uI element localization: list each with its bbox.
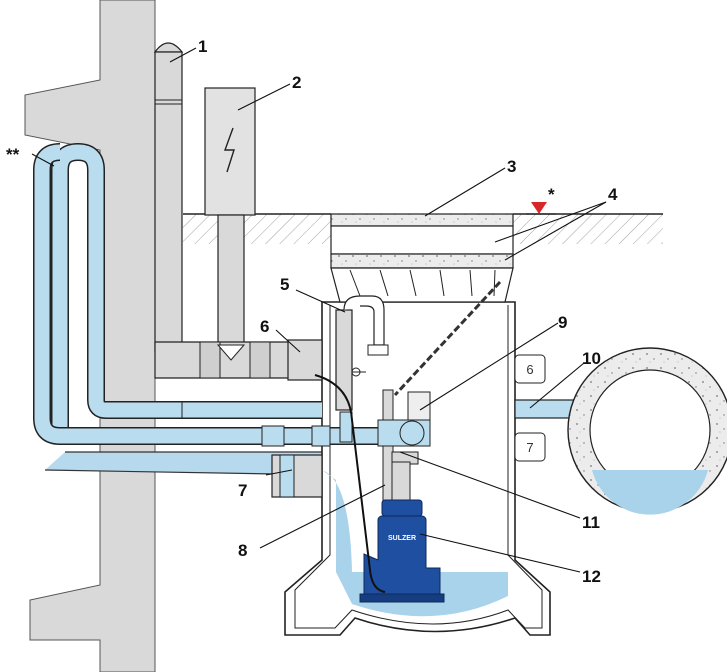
callout-7: 7 <box>238 481 247 500</box>
control-box <box>204 87 256 346</box>
callout-8: 8 <box>238 541 247 560</box>
inlet-pipe <box>271 454 352 572</box>
lightning-icon <box>224 127 235 173</box>
callout-3: 3 <box>507 157 516 176</box>
callout-labels: 1 2 3 4 5 6 7 8 9 10 11 12 ** <box>6 37 618 586</box>
callout-5: 5 <box>280 275 289 294</box>
shaft-cover <box>330 213 514 303</box>
sulzer-pump: SULZER <box>359 461 445 603</box>
callout-double-star: ** <box>6 145 20 164</box>
callout-12: 12 <box>582 567 601 586</box>
callout-4: 4 <box>608 185 618 204</box>
groundwater-marker: * <box>526 185 556 215</box>
coupling-system <box>377 389 431 521</box>
wall-label-7: 7 <box>526 440 533 455</box>
callout-1: 1 <box>198 37 207 56</box>
leader-lines <box>31 47 607 573</box>
lifting-chain <box>393 280 502 397</box>
callout-9: 9 <box>558 313 567 332</box>
shaft-rib-6 <box>514 354 546 384</box>
callout-6: 6 <box>260 317 269 336</box>
callout-10: 10 <box>582 349 601 368</box>
callout-2: 2 <box>292 73 301 92</box>
pump-brand-label: SULZER <box>388 535 416 542</box>
wall-label-6: 6 <box>526 362 533 377</box>
vent-pipe <box>153 42 184 353</box>
callout-11: 11 <box>582 513 600 532</box>
star-marker: * <box>548 185 555 204</box>
inlet-drain-pipe <box>154 339 323 381</box>
public-sewer <box>567 347 727 515</box>
building-wall <box>24 0 156 672</box>
pressure-pipe <box>33 143 380 447</box>
shaft-rib-7 <box>514 432 546 462</box>
valve-assembly <box>335 295 389 443</box>
ground-surface <box>183 213 663 244</box>
power-cable <box>314 374 386 593</box>
